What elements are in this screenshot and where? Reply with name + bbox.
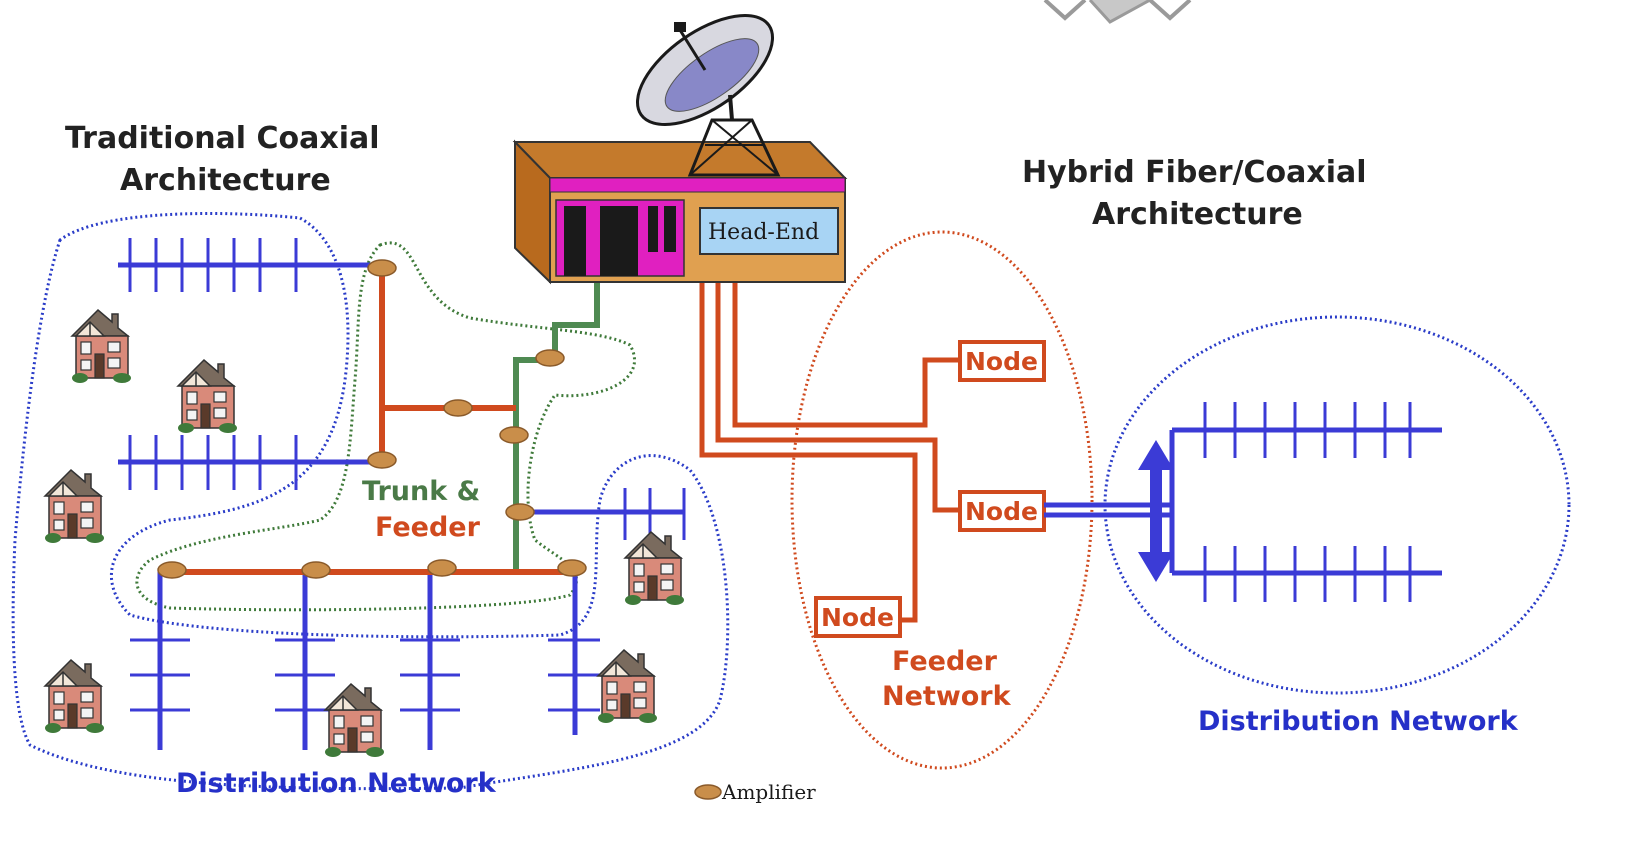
house-icon: [597, 649, 658, 724]
right-distribution-label: Distribution Network: [1198, 706, 1519, 737]
amplifier-icon: [367, 259, 397, 277]
traditional-title-line2: Architecture: [120, 163, 331, 198]
amplifier-icon: [367, 451, 397, 469]
amplifier-icon: [427, 559, 457, 577]
house-icon: [44, 659, 105, 734]
fiber-feeder-lines: [699, 282, 960, 623]
house-icon: [324, 683, 385, 758]
amplifier-icon: [535, 349, 565, 367]
right-distribution-boundary: [1103, 315, 1571, 695]
house-icon: [624, 531, 685, 606]
left-coax-lines: [118, 238, 686, 750]
boundaries: [11, 212, 1571, 791]
left-distribution-boundary: [11, 212, 730, 791]
head-end-label: Head-End: [708, 220, 819, 245]
amplifier-icon: [499, 426, 529, 444]
house-icon: [177, 359, 238, 434]
houses: [44, 309, 685, 758]
amplifier-icon: [443, 399, 473, 417]
traditional-title-line1: Traditional Coaxial: [65, 121, 380, 156]
feeder-network-line1: Feeder: [892, 646, 998, 677]
legend: Amplifier: [694, 780, 816, 804]
feeder-network-boundary: [790, 230, 1094, 770]
satellite-dish-icon: [635, 13, 781, 177]
hybrid-title-line2: Architecture: [1092, 197, 1303, 232]
head-end: Head-End: [512, 139, 848, 285]
amplifier-icon: [505, 503, 535, 521]
partial-logo: [1043, 0, 1192, 24]
nodes: Node Node Node: [814, 340, 1046, 638]
node-top-label: Node: [965, 347, 1038, 376]
trunk-label: Trunk &: [362, 476, 480, 507]
labels: Traditional Coaxial Architecture Hybrid …: [65, 121, 1519, 799]
amplifier-icon: [157, 561, 187, 579]
house-icon: [71, 309, 132, 384]
feeder-label: Feeder: [375, 512, 481, 543]
amplifier-icon: [557, 559, 587, 577]
right-coax-lines: [1044, 402, 1442, 602]
node-bottom-label: Node: [821, 603, 894, 632]
hybrid-title-line1: Hybrid Fiber/Coaxial: [1022, 155, 1367, 190]
node-middle: [958, 490, 1046, 532]
trunk-lines: [513, 282, 600, 572]
node-bottom: [814, 596, 902, 638]
house-icon: [44, 469, 105, 544]
legend-amplifier-label: Amplifier: [721, 780, 816, 804]
left-distribution-label: Distribution Network: [176, 768, 497, 799]
node-middle-label: Node: [965, 497, 1038, 526]
legend-amplifier-icon: [694, 784, 722, 800]
double-arrow-icon: [1138, 440, 1174, 582]
amplifier-icon: [301, 561, 331, 579]
node-top: [958, 340, 1046, 382]
feeder-network-line2: Network: [882, 681, 1012, 712]
